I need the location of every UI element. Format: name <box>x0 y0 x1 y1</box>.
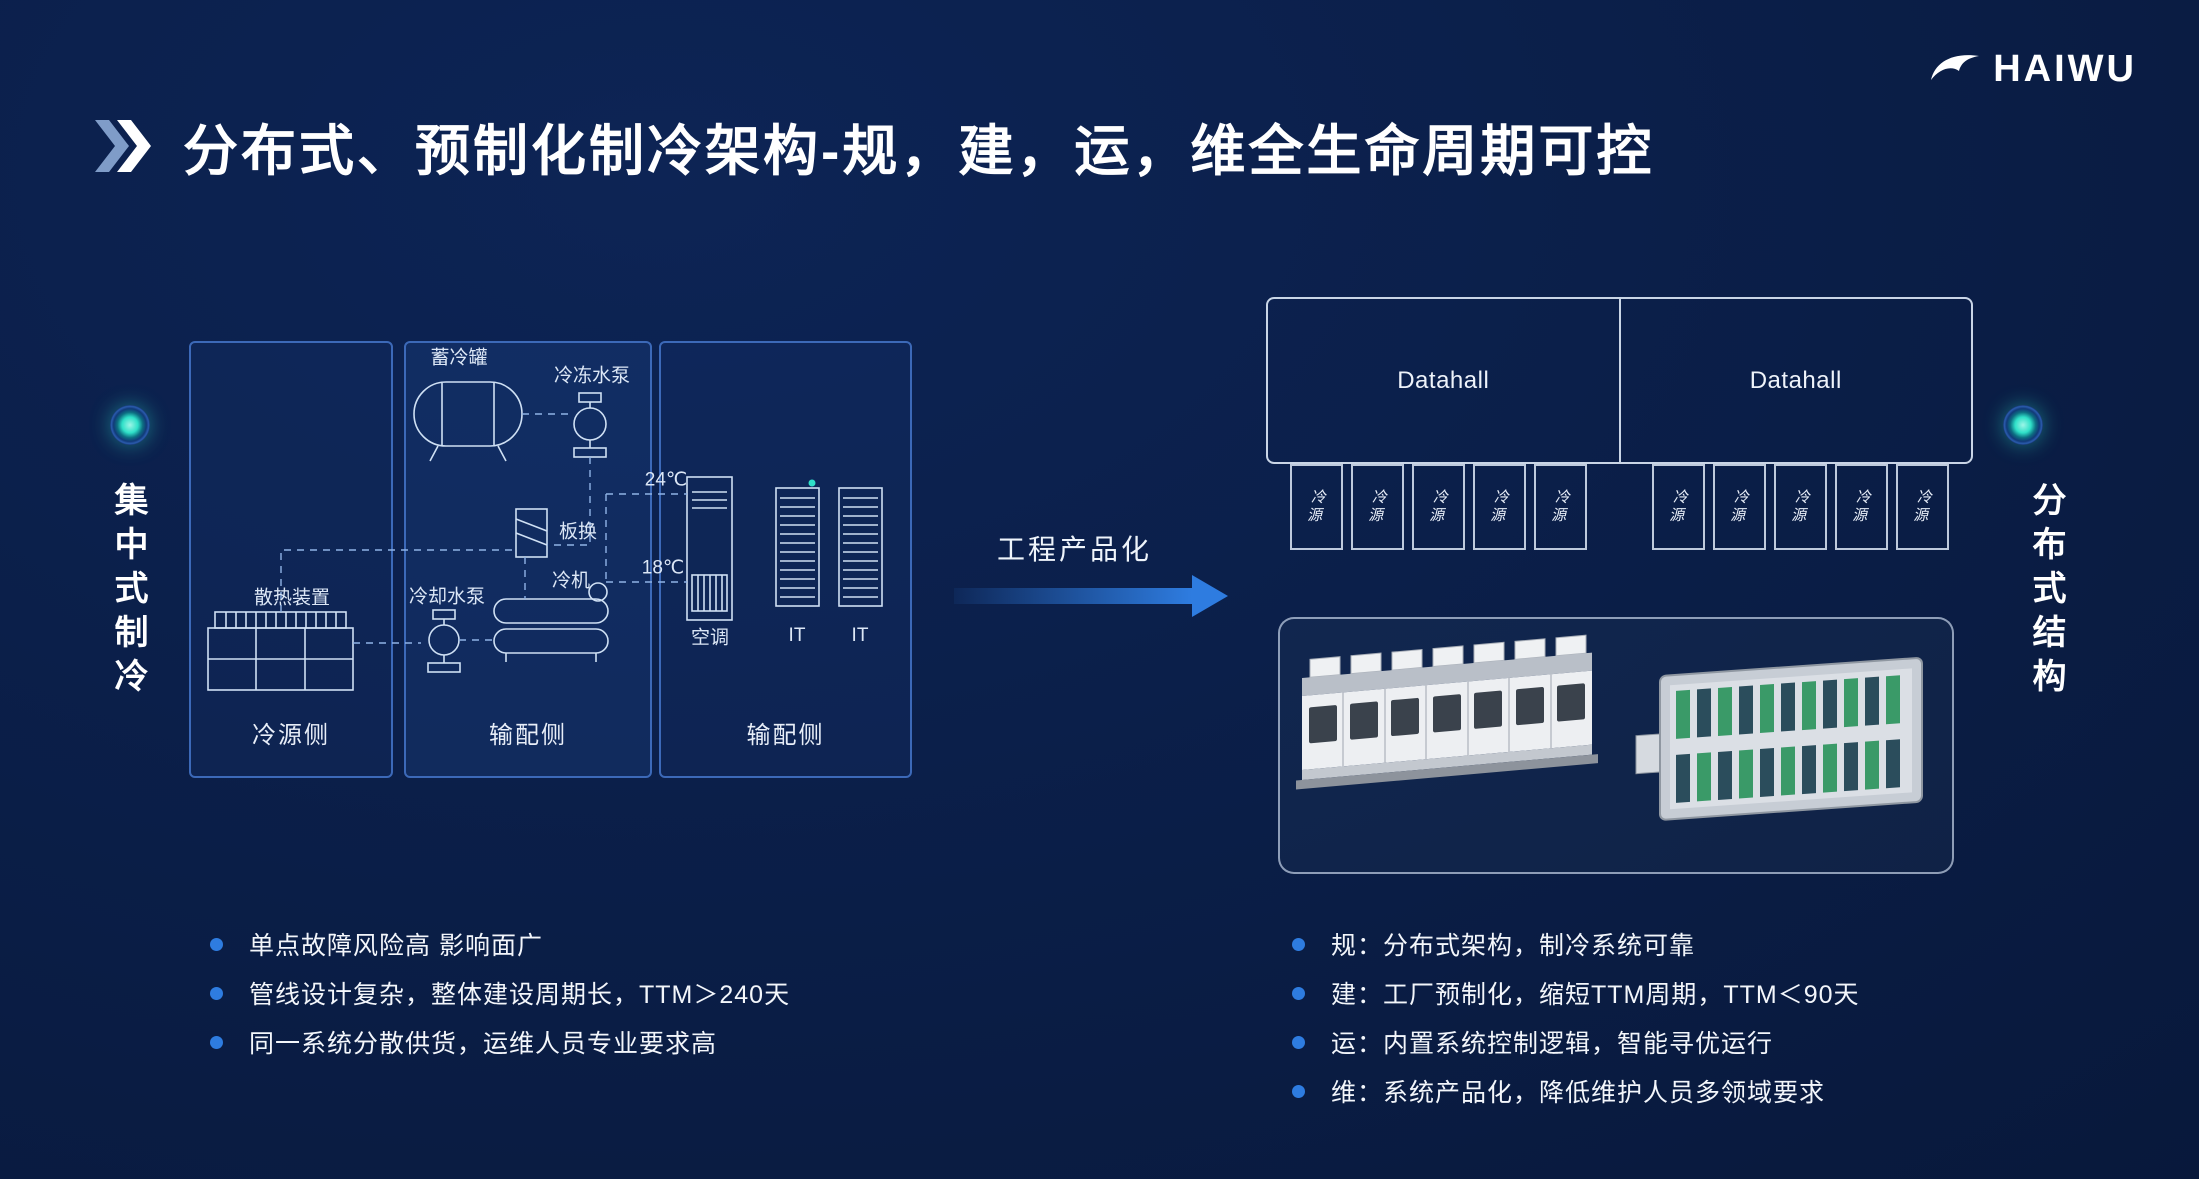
panel-cold-source-side: 冷源侧 <box>189 341 393 778</box>
right-arrow-icon <box>954 575 1228 617</box>
cooling-source-label: 冷源 <box>1666 489 1691 525</box>
arrow-head <box>1192 575 1228 617</box>
label-heat-rejection: 散热装置 <box>253 587 331 609</box>
cooling-source-label: 冷源 <box>1365 489 1390 525</box>
list-item: 同一系统分散供货，运维人员专业要求高 <box>210 1025 790 1059</box>
distributed-side-label: 分布式结构 <box>2027 482 2065 702</box>
cooling-source-box: 冷源 <box>1290 464 1343 550</box>
panel-distribution-side: 输配侧 <box>404 341 652 778</box>
double-chevron-icon <box>95 120 151 172</box>
cooling-source-box: 冷源 <box>1534 464 1587 550</box>
list-item: 维：系统产品化，降低维护人员多领域要求 <box>1292 1074 1860 1108</box>
title-row: 分布式、预制化制冷架构-规，建，运，维全生命周期可控 <box>95 106 1654 186</box>
cooling-source-label: 冷源 <box>1548 489 1573 525</box>
cooling-source-label: 冷源 <box>1910 489 1935 525</box>
cooling-source-box: 冷源 <box>1351 464 1404 550</box>
label-return-temp: 18℃ <box>641 557 685 579</box>
datahall-cell-right: Datahall <box>1618 299 1972 462</box>
centralized-side-label: 集中式制冷 <box>109 482 147 702</box>
cooling-source-box: 冷源 <box>1713 464 1766 550</box>
panel-caption: 输配侧 <box>746 722 825 749</box>
bullet-dot-icon <box>1292 937 1305 951</box>
productization-label: 工程产品化 <box>997 534 1153 565</box>
cooling-source-box: 冷源 <box>1473 464 1526 550</box>
cooling-source-box: 冷源 <box>1774 464 1827 550</box>
glow-dot-icon <box>2003 405 2043 445</box>
datahall-cell-left: Datahall <box>1268 299 1619 462</box>
cooling-source-row-right: 冷源 冷源 冷源 冷源 冷源 <box>1652 464 1949 550</box>
bullet-text: 规：分布式架构，制冷系统可靠 <box>1331 932 1696 960</box>
label-plate-hx: 板换 <box>558 521 598 543</box>
label-chiller: 冷机 <box>551 570 591 592</box>
label-cooling-pump: 冷却水泵 <box>408 586 486 608</box>
label-storage-tank: 蓄冷罐 <box>430 347 488 369</box>
cooling-source-label: 冷源 <box>1487 489 1512 525</box>
panel-caption: 冷源侧 <box>252 722 330 749</box>
bullet-text: 管线设计复杂，整体建设周期长，TTM＞240天 <box>249 981 791 1009</box>
bullet-dot-icon <box>1292 1035 1305 1049</box>
page-title: 分布式、预制化制冷架构-规，建，运，维全生命周期可控 <box>183 120 1655 182</box>
label-supply-temp: 24℃ <box>644 469 688 491</box>
label-it-rack-right: IT <box>851 625 869 646</box>
bullet-text: 同一系统分散供货，运维人员专业要求高 <box>249 1030 718 1058</box>
panel-terminal-side: 输配侧 <box>659 341 912 778</box>
cooling-source-row-left: 冷源 冷源 冷源 冷源 冷源 <box>1290 464 1587 550</box>
bullet-dot-icon <box>1292 1084 1305 1098</box>
bullet-text: 维：系统产品化，降低维护人员多领域要求 <box>1331 1079 1826 1107</box>
cooling-source-label: 冷源 <box>1788 489 1813 525</box>
glow-dot-icon <box>110 405 150 445</box>
bullet-dot-icon <box>210 986 223 1000</box>
distributed-benefits-list: 规：分布式架构，制冷系统可靠 建：工厂预制化，缩短TTM周期，TTM＜90天 运… <box>1292 927 1860 1108</box>
bullet-text: 建：工厂预制化，缩短TTM周期，TTM＜90天 <box>1331 981 1860 1009</box>
list-item: 运：内置系统控制逻辑，智能寻优运行 <box>1292 1025 1860 1059</box>
cooling-source-box: 冷源 <box>1652 464 1705 550</box>
bullet-dot-icon <box>1292 986 1305 1000</box>
datahall-label: Datahall <box>1749 366 1842 394</box>
list-item: 单点故障风险高 影响面广 <box>210 927 790 961</box>
label-crac: 空调 <box>690 627 730 649</box>
bullet-dot-icon <box>210 1035 223 1049</box>
cooling-source-label: 冷源 <box>1849 489 1874 525</box>
cooling-source-box: 冷源 <box>1896 464 1949 550</box>
brand-wave-icon <box>1931 54 1980 80</box>
cooling-source-box: 冷源 <box>1835 464 1888 550</box>
brand-name: HAIWU <box>1993 48 2137 90</box>
cooling-source-label: 冷源 <box>1727 489 1752 525</box>
arrow-shaft <box>954 588 1192 604</box>
cooling-source-label: 冷源 <box>1304 489 1329 525</box>
prefab-renders-panel <box>1278 617 1954 874</box>
list-item: 建：工厂预制化，缩短TTM周期，TTM＜90天 <box>1292 976 1860 1010</box>
list-item: 规：分布式架构，制冷系统可靠 <box>1292 927 1860 961</box>
datahall-label: Datahall <box>1397 366 1490 394</box>
panel-caption: 输配侧 <box>489 722 567 749</box>
datahall-container: Datahall Datahall <box>1266 297 1973 464</box>
bullet-dot-icon <box>210 937 223 951</box>
label-chilled-pump: 冷冻水泵 <box>553 365 631 387</box>
label-it-rack-left: IT <box>788 625 806 646</box>
bullet-text: 运：内置系统控制逻辑，智能寻优运行 <box>1331 1030 1774 1058</box>
brand-logo: HAIWU <box>1929 48 2137 91</box>
cooling-source-label: 冷源 <box>1426 489 1451 525</box>
cooling-source-box: 冷源 <box>1412 464 1465 550</box>
bullet-text: 单点故障风险高 影响面广 <box>249 932 543 960</box>
list-item: 管线设计复杂，整体建设周期长，TTM＞240天 <box>210 976 790 1010</box>
centralized-issues-list: 单点故障风险高 影响面广 管线设计复杂，整体建设周期长，TTM＞240天 同一系… <box>210 927 790 1059</box>
